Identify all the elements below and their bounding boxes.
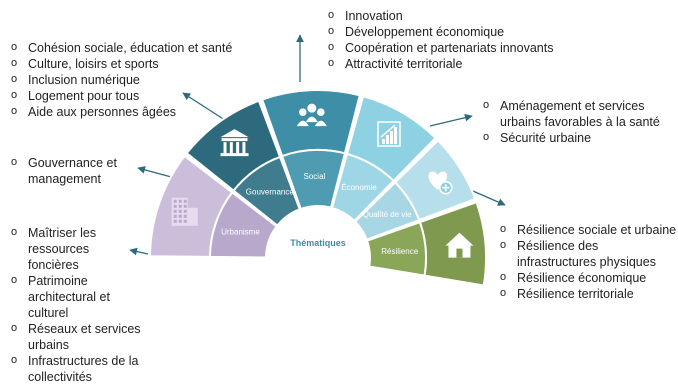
- arrow-qualite: [429, 113, 473, 127]
- segment-inner-gouvernance: [232, 155, 301, 227]
- thematiques-diagram: Urbanisme Gouvernance SocialÉconomieQualit…: [129, 34, 506, 287]
- list-item: Résilience économique: [497, 269, 677, 286]
- segment-inner-resilience: [365, 220, 427, 277]
- list-item: Résilience sociale et urbaine: [497, 221, 677, 238]
- list-item: Réseaux et services urbains: [8, 320, 143, 353]
- list-item: Développement économique: [325, 23, 585, 40]
- list-item: Aide aux personnes âgées: [8, 103, 258, 120]
- icons-group: [171, 103, 474, 258]
- list-item: Sécurité urbaine: [480, 129, 670, 146]
- bar-chart-icon: [377, 121, 401, 147]
- list-item: Inclusion numérique: [8, 71, 258, 88]
- list-item: Cohésion sociale, éducation et santé: [8, 39, 258, 56]
- arrow-social: [182, 92, 229, 123]
- house-icon: [445, 232, 474, 258]
- qualite-list: Aménagement et services urbains favorabl…: [480, 97, 670, 146]
- people-group-icon: [296, 103, 327, 127]
- segment-inner-urbanisme: [208, 191, 279, 259]
- segment-label-gouvernance: Gouvernance: [246, 188, 295, 197]
- social-list: Cohésion sociale, éducation et santé Cul…: [8, 39, 258, 120]
- list-item: Coopération et partenariats innovants: [325, 39, 585, 56]
- list-item: Résilience territoriale: [497, 285, 677, 302]
- list-item: Innovation: [325, 7, 585, 24]
- economie-list: Innovation Développement économique Coop…: [325, 7, 585, 72]
- segment-inner-qualite: [353, 181, 421, 241]
- segment-label-resilience: Résilience: [381, 247, 418, 256]
- resilience-list: Résilience sociale et urbaine Résilience…: [497, 221, 677, 302]
- segment-label-urbanisme: Urbanisme: [221, 227, 260, 236]
- list-item: Aménagement et services urbains favorabl…: [480, 97, 670, 130]
- segment-label-social: Social: [304, 172, 326, 181]
- segment-inner-social: [280, 149, 347, 211]
- segment-label-qualite: Qualité de vie: [363, 210, 412, 219]
- heart-plus-icon: [428, 171, 453, 195]
- list-item: Résilience des infrastructures physiques: [497, 237, 677, 270]
- list-item: Maîtriser les ressources foncières: [8, 224, 143, 273]
- list-item: Logement pour tous: [8, 87, 258, 104]
- center-label: Thématiques: [290, 238, 346, 248]
- segment-label-economie: Économie: [341, 183, 377, 192]
- segment-inner-economie: [330, 152, 395, 223]
- list-item: Attractivité territoriale: [325, 55, 585, 72]
- government-building-icon: [220, 129, 249, 157]
- building-icon: [171, 197, 198, 226]
- gouvernance-list: Gouvernance et management: [8, 154, 133, 187]
- list-item: Culture, loisirs et sports: [8, 55, 258, 72]
- list-item: Gouvernance et management: [8, 154, 133, 187]
- arrow-gouvernance: [137, 166, 176, 179]
- arrow-urbanisme: [129, 247, 149, 256]
- list-item: Patrimoine architectural et culturel: [8, 272, 143, 321]
